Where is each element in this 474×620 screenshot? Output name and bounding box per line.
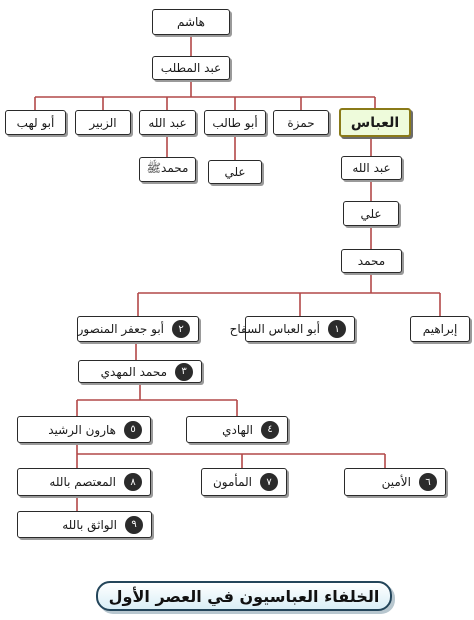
node-label: أبو لهب <box>16 115 55 130</box>
caliph-6-amin: ٦ الأمين <box>344 468 446 496</box>
caliph-4-hadi: ٤ الهادي <box>186 416 288 443</box>
node-label: عبد المطلب <box>160 61 222 75</box>
caliph-number-badge: ٢ <box>172 320 190 338</box>
diagram-title: الخلفاء العباسيون في العصر الأول <box>96 581 392 611</box>
node-abu-talib: أبو طالب <box>204 110 266 135</box>
caliph-name: الأمين <box>381 475 411 489</box>
node-ali-ibn-abi-talib: علي <box>208 160 262 184</box>
node-ali-ibn-abdullah: علي <box>343 201 399 226</box>
caliph-name: المأمون <box>212 475 252 489</box>
node-label: حمزة <box>287 115 315 130</box>
caliph-name: الهادي <box>222 422 253 437</box>
node-label: محمدﷺ <box>146 161 189 175</box>
caliph-number-badge: ٩ <box>125 515 143 534</box>
caliph-number-badge: ٦ <box>419 473 437 491</box>
node-abu-lahab: أبو لهب <box>5 110 66 135</box>
caliph-number-badge: ٤ <box>261 420 279 439</box>
node-hashim: هاشم <box>152 9 230 35</box>
caliph-number-badge: ٨ <box>124 473 142 491</box>
node-label: أبو طالب <box>212 115 258 130</box>
caliph-number-badge: ٥ <box>124 420 142 439</box>
caliph-1-saffah: ١ أبو العباس السفاح <box>230 316 355 342</box>
caliph-number-badge: ٣ <box>175 362 193 381</box>
caliph-name: أبو العباس السفاح <box>229 322 320 336</box>
node-label: علي <box>360 206 382 221</box>
caliph-number-badge: ٧ <box>260 473 278 491</box>
caliph-name: هارون الرشيد <box>48 422 116 437</box>
node-abdullah-son: عبد الله <box>139 110 196 135</box>
caliph-name: المعتصم بالله <box>49 475 116 489</box>
caliph-9-wathiq: ٩ الواثق بالله <box>17 511 152 538</box>
node-label: عبد الله <box>352 161 391 175</box>
caliph-5-rashid: ٥ هارون الرشيد <box>17 416 151 443</box>
node-abdullah-ibn-abbas: عبد الله <box>341 156 402 180</box>
caliph-name: الواثق بالله <box>62 517 117 532</box>
node-label: الزبير <box>89 115 117 130</box>
caliph-8-mutasim: ٨ المعتصم بالله <box>17 468 151 496</box>
node-label: محمد <box>357 254 386 268</box>
node-muhammad-prophet: محمدﷺ <box>139 157 196 182</box>
node-abd-al-muttalib: عبد المطلب <box>152 56 230 80</box>
node-muhammad-ibn-ali: محمد <box>341 249 402 273</box>
node-label: العباس <box>350 114 400 131</box>
caliph-name: محمد المهدي <box>100 364 167 379</box>
caliph-3-mahdi: ٣ محمد المهدي <box>78 360 202 383</box>
node-label: إبراهيم <box>422 322 458 336</box>
caliph-7-mamun: ٧ المأمون <box>201 468 287 496</box>
node-label: هاشم <box>176 15 206 29</box>
caliph-name: أبو جعفر المنصور <box>77 322 164 336</box>
node-label: عبد الله <box>148 115 187 130</box>
caliph-number-badge: ١ <box>328 320 346 338</box>
node-zubair: الزبير <box>75 110 131 135</box>
node-abbas: العباس <box>339 108 411 137</box>
caliph-2-mansur: ٢ أبو جعفر المنصور <box>77 316 199 342</box>
node-label: علي <box>224 165 246 179</box>
node-hamza: حمزة <box>273 110 329 135</box>
node-ibrahim: إبراهيم <box>410 316 470 342</box>
